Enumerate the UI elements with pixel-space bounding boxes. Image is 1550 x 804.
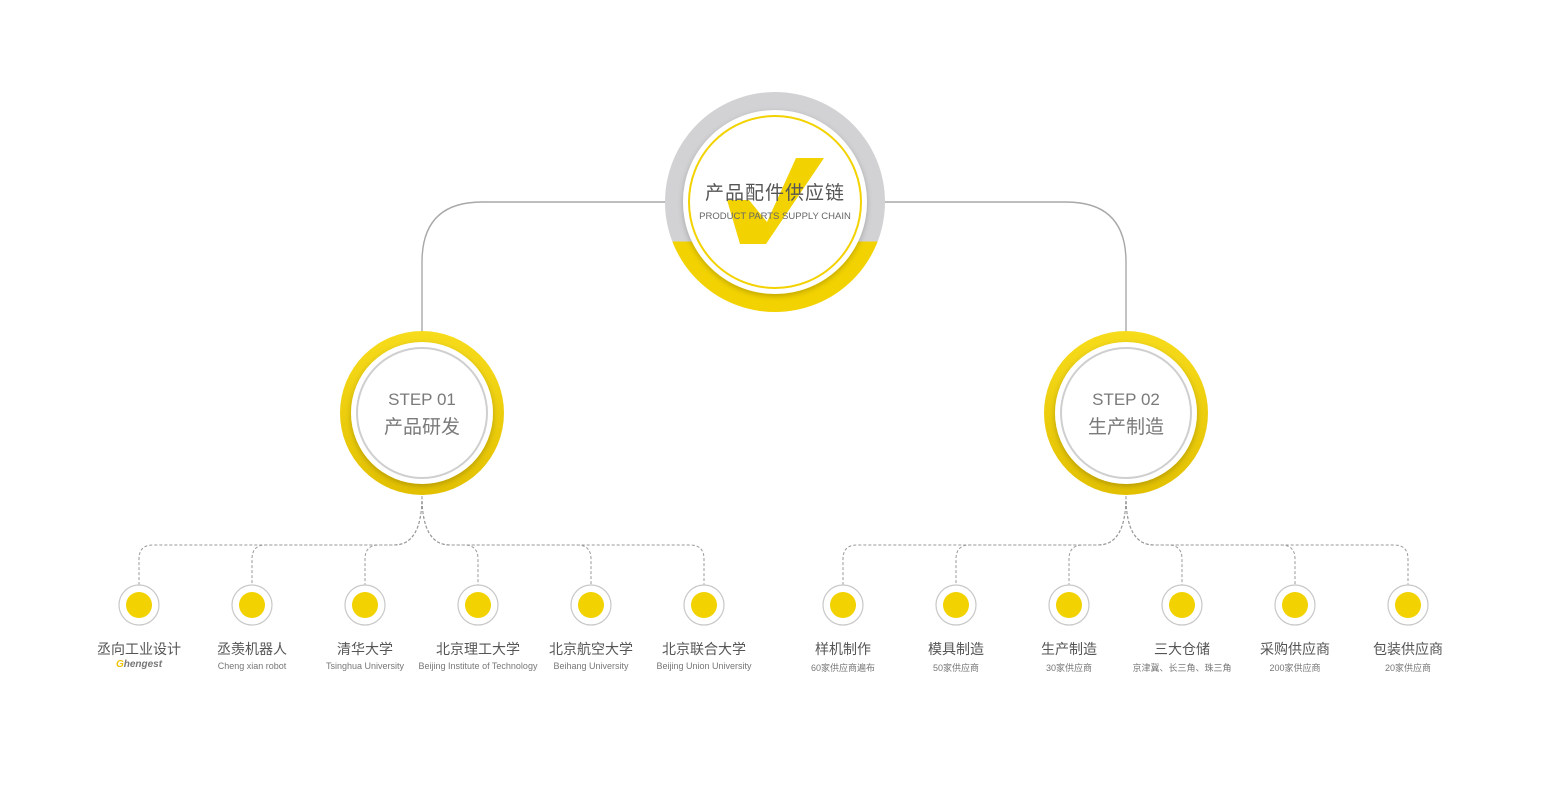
- leaf-dot: [1169, 592, 1195, 618]
- leaf-dot: [830, 592, 856, 618]
- dashed-branch: [421, 495, 705, 585]
- leaf-name: 采购供应商: [1260, 642, 1330, 658]
- leaf-subtitle: 30家供应商: [1045, 663, 1092, 673]
- leaf-dot: [126, 592, 152, 618]
- leaf-subtitle: 50家供应商: [932, 663, 979, 673]
- leaf-name: 样机制作: [815, 642, 871, 658]
- dashed-branch: [421, 495, 592, 585]
- leaf-name: 北京航空大学: [549, 642, 633, 658]
- dashed-branch: [1125, 495, 1183, 585]
- chengest-logo: Ghengest: [64, 659, 214, 670]
- dashed-branch: [1068, 495, 1127, 585]
- leaf-dot: [1056, 592, 1082, 618]
- root-subtitle: PRODUCT PARTS SUPPLY CHAIN: [699, 211, 851, 222]
- dashed-branch: [842, 495, 1127, 585]
- leaf-dot: [1395, 592, 1421, 618]
- leaf-dot: [943, 592, 969, 618]
- leaf-dot: [578, 592, 604, 618]
- leaf-subtitle: 京津冀、长三角、珠三角: [1132, 663, 1232, 673]
- leaf-subtitle: Beihang University: [553, 661, 629, 671]
- dashed-branch: [421, 495, 479, 585]
- connector-root-step-01: [421, 201, 667, 332]
- leaf-dot: [352, 592, 378, 618]
- leaf-name: 三大仓储: [1154, 642, 1210, 658]
- dashed-branch: [364, 495, 423, 585]
- check-mark-icon: [727, 158, 824, 244]
- dashed-branch: [138, 495, 423, 585]
- leaf-subtitle: 200家供应商: [1269, 663, 1321, 673]
- leaf-name: 北京联合大学: [662, 642, 746, 658]
- leaf-subtitle: Beijing Institute of Technology: [418, 661, 538, 671]
- dashed-branch: [1125, 495, 1296, 585]
- leaf-name: 包装供应商: [1373, 642, 1443, 658]
- leaf-name: 生产制造: [1041, 642, 1097, 658]
- leaf-dot: [465, 592, 491, 618]
- chengest-logo-text: hengest: [123, 659, 163, 670]
- root-node: [665, 92, 885, 312]
- step-node-02: [1044, 331, 1208, 495]
- leaf-name: 清华大学: [337, 642, 393, 658]
- leaf-nodes: [118, 584, 1429, 626]
- branch-connectors: [138, 495, 1409, 585]
- leaf-subtitle: 20家供应商: [1384, 663, 1431, 673]
- connector-root-step-02: [883, 201, 1127, 332]
- chengest-logo-mark: G: [115, 659, 124, 670]
- step-01-label-en: STEP 01: [388, 390, 456, 409]
- step-node-01: [340, 331, 504, 495]
- step-02-label-en: STEP 02: [1092, 390, 1160, 409]
- leaf-subtitle: Beijing Union University: [656, 661, 752, 671]
- dashed-branch: [251, 495, 423, 585]
- leaf-dot: [691, 592, 717, 618]
- dashed-branch: [1125, 495, 1409, 585]
- leaf-dot: [239, 592, 265, 618]
- leaf-subtitle: 60家供应商遍布: [810, 663, 875, 673]
- root-title: 产品配件供应链: [704, 182, 845, 204]
- leaf-subtitle: Tsinghua University: [325, 661, 405, 671]
- leaf-name: 丞向工业设计: [97, 642, 181, 658]
- leaf-subtitle: Cheng xian robot: [217, 661, 287, 671]
- leaf-name: 北京理工大学: [436, 642, 520, 658]
- leaf-name: 模具制造: [928, 642, 984, 658]
- step-02-label-cn: 生产制造: [1087, 416, 1164, 438]
- step-01-label-cn: 产品研发: [383, 416, 460, 438]
- dashed-branch: [955, 495, 1127, 585]
- leaf-name: 丞羡机器人: [217, 642, 287, 658]
- leaf-dot: [1282, 592, 1308, 618]
